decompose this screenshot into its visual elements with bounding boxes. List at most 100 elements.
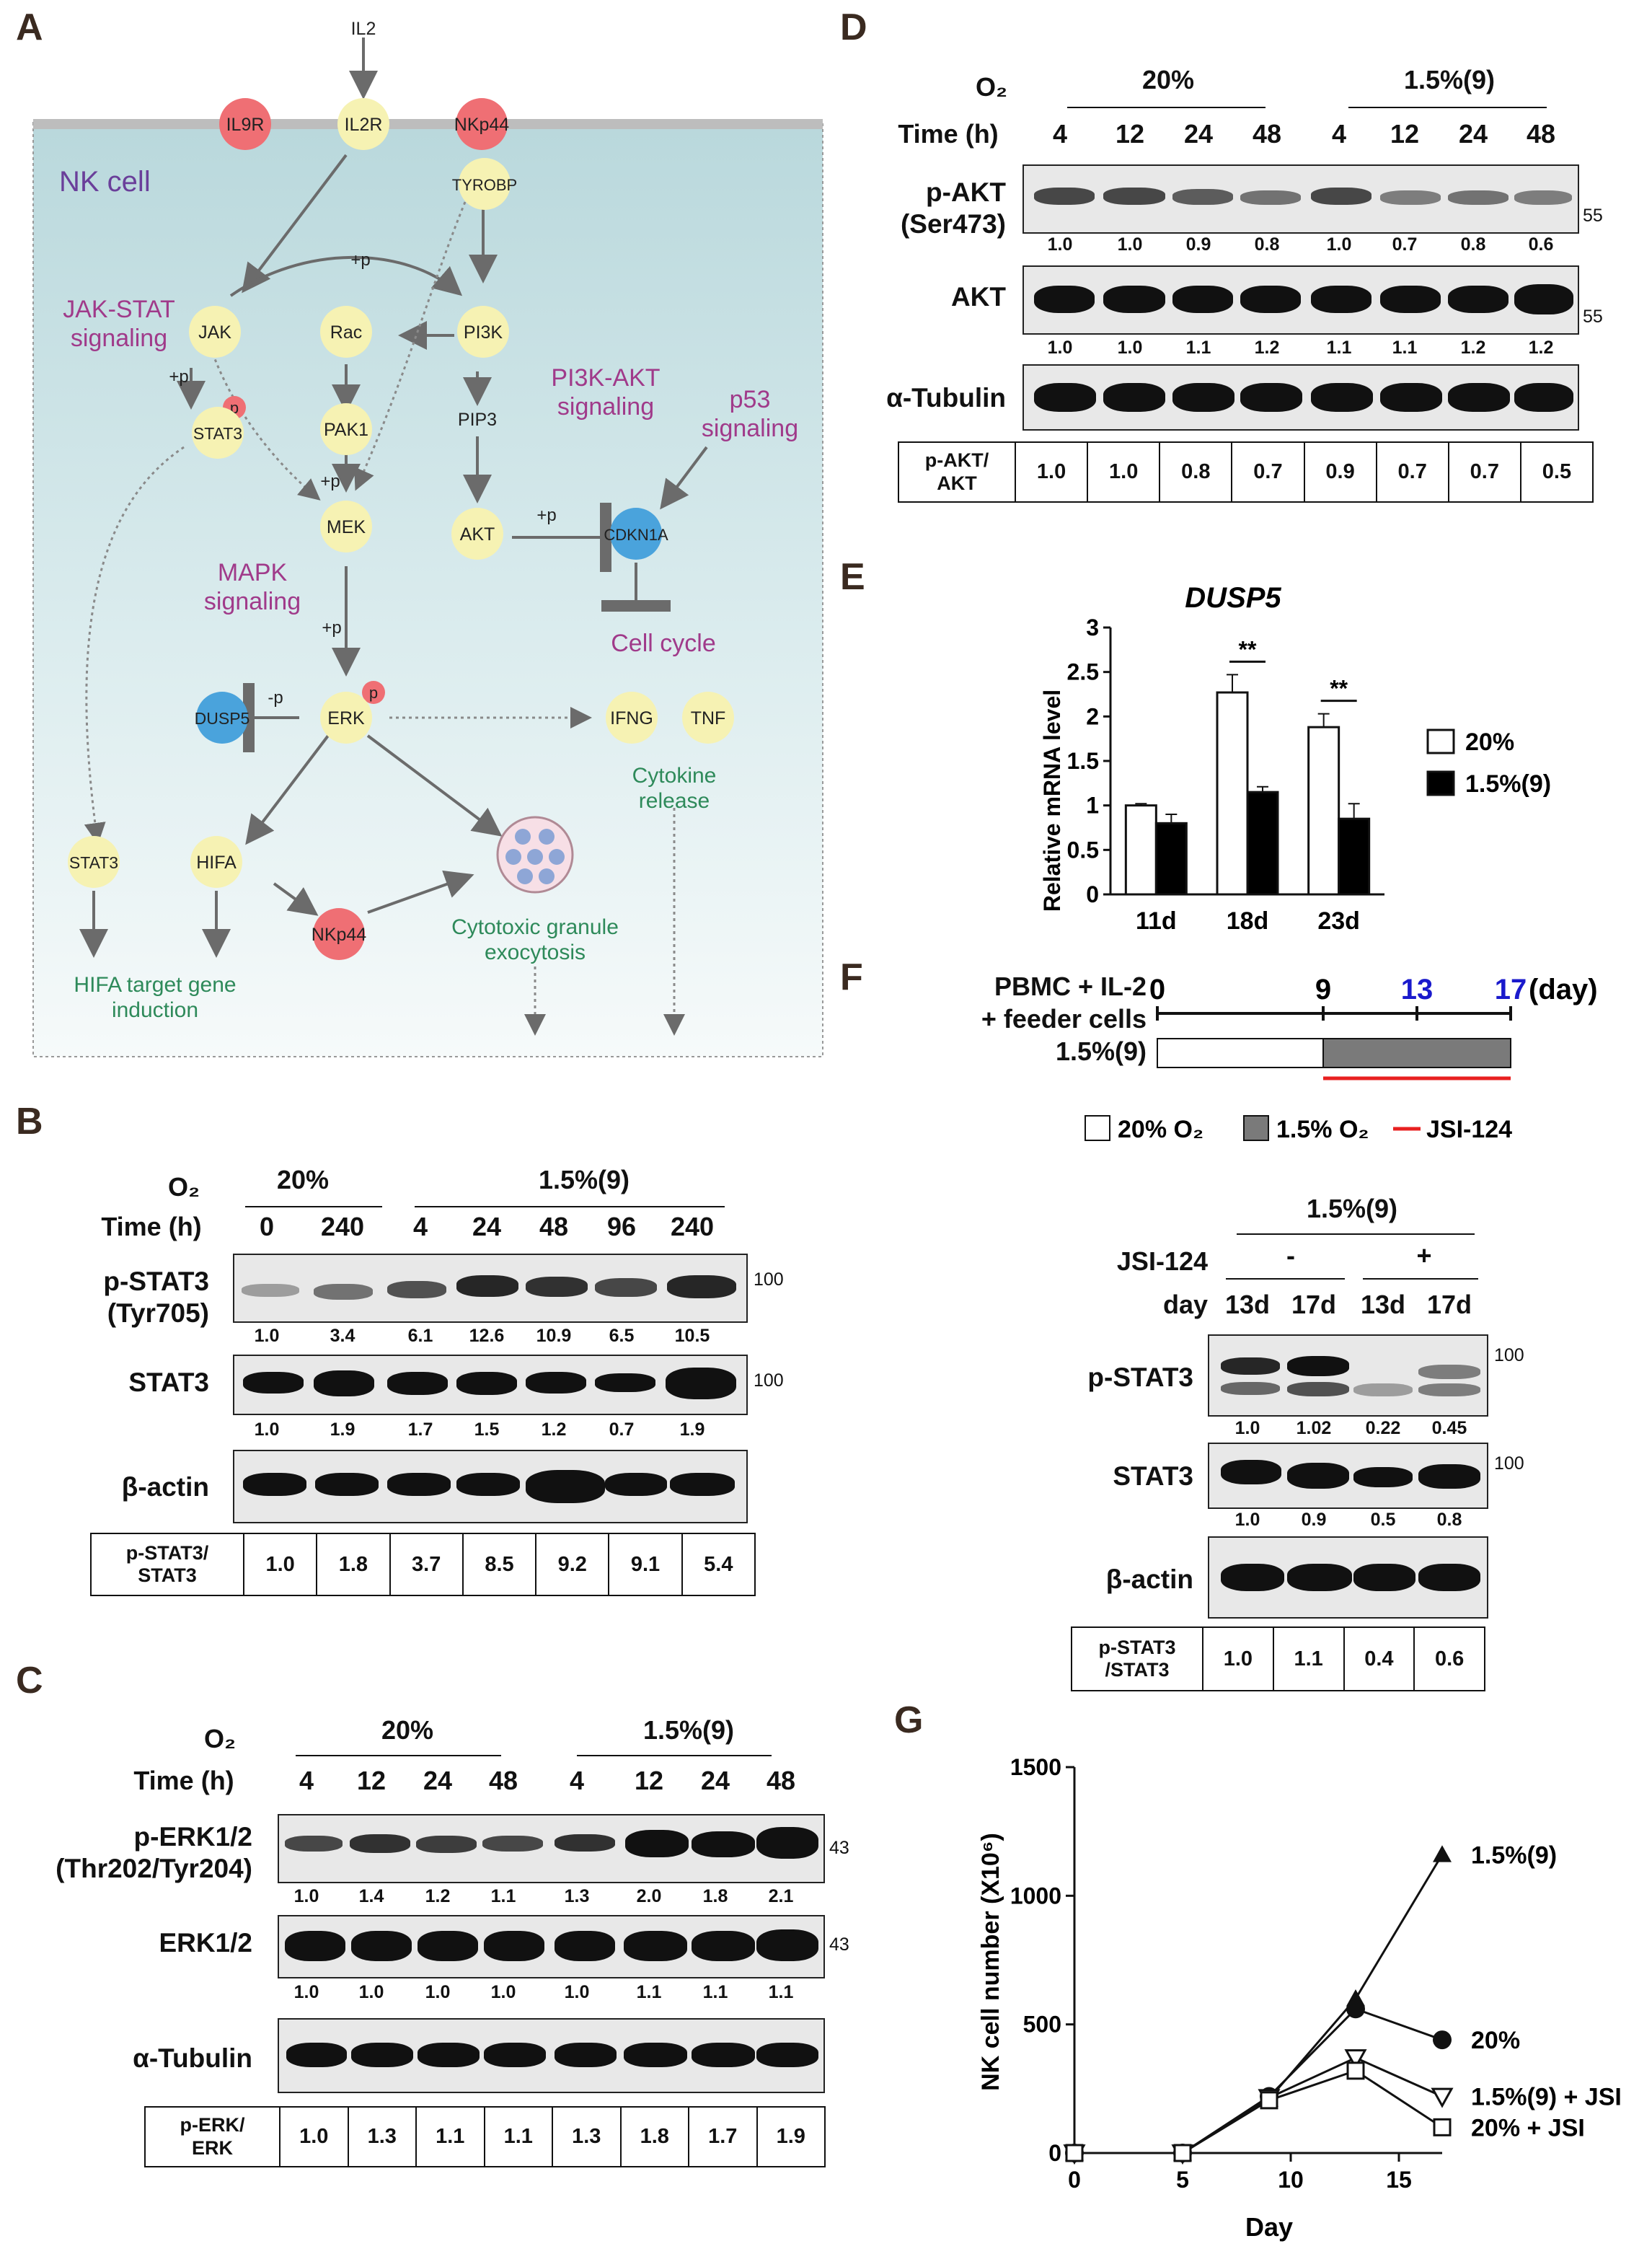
d-ratio-cell: 0.5 [1519, 441, 1594, 503]
timeline-day-unit: (day) [1529, 974, 1598, 1005]
f-legend: 20% O₂ 1.5% O₂ JSI-124 [1085, 1115, 1512, 1143]
plus-p-label: +p [169, 367, 188, 387]
c-perk-mw: 43 [829, 1838, 849, 1858]
bar [1124, 804, 1157, 896]
marker-square-open [1433, 2118, 1452, 2136]
f-pstat3-val: 1.02 [1296, 1418, 1332, 1438]
timeline-day-13: 13 [1401, 974, 1434, 1005]
c-ratio-label: p-ERK/ERK [144, 2106, 281, 2167]
rac-node: Rac [330, 322, 362, 343]
y-tick-label: 1 [1086, 793, 1099, 819]
c-perk-val: 2.0 [636, 1886, 662, 1906]
series-label: 1.5%(9) [1471, 1841, 1557, 1869]
d-tubulin-label: α-Tubulin [886, 383, 1006, 413]
d-pakt-val: 0.8 [1254, 234, 1280, 255]
x-tick-label: 23d [1317, 907, 1360, 935]
c-ratio-cell: 1.1 [483, 2106, 553, 2167]
c-group2-label: 1.5%(9) [642, 1715, 735, 1745]
f-jsi-minus-line [1226, 1278, 1345, 1280]
b-stat3-mw: 100 [754, 1370, 784, 1391]
erk-node: ERK [327, 708, 365, 728]
b-time-col: 240 [321, 1212, 365, 1241]
d-group2-line [1348, 107, 1547, 108]
d-ratio-cell: 0.7 [1231, 441, 1305, 503]
f-stat3-blot [1208, 1443, 1488, 1509]
c-erk-val: 1.0 [358, 1982, 384, 2002]
il2-label: IL2 [351, 19, 376, 39]
f-day-col: 13d [1360, 1290, 1406, 1319]
bar [1246, 791, 1279, 896]
series-label: 1.5%(9) + JSI [1471, 2084, 1622, 2111]
series-label: 20% [1471, 2027, 1520, 2054]
bar [1154, 822, 1188, 896]
mek-node: MEK [327, 517, 366, 537]
f-ratio-cell: 1.0 [1202, 1626, 1274, 1691]
f-day-col: 17d [1426, 1290, 1472, 1319]
d-ratio-cell: 0.7 [1375, 441, 1449, 503]
c-ratio-cell: 1.3 [552, 2106, 622, 2167]
series-line [1074, 2069, 1443, 2154]
d-pakt-val: 0.9 [1185, 234, 1211, 255]
c-erk-val: 1.0 [293, 1982, 319, 2002]
c-perk-label: p-ERK1/2(Thr202/Tyr204) [56, 1822, 252, 1884]
y-tick-label: 0.5 [1067, 837, 1099, 863]
d-akt-val: 1.2 [1254, 338, 1280, 358]
y-tick-label: 0 [1048, 2140, 1061, 2166]
d-akt-val: 1.0 [1047, 338, 1073, 358]
b-pstat3-blot [233, 1254, 748, 1323]
phospho-badge-erk: p [369, 684, 378, 702]
c-erk-val: 1.1 [702, 1982, 728, 2002]
b-pstat3-label: p-STAT3(Tyr705) [103, 1267, 209, 1329]
d-pakt-mw: 55 [1583, 206, 1603, 226]
d-time-col: 12 [1390, 119, 1420, 149]
d-time-col: 24 [1183, 119, 1214, 149]
y-axis-label: Relative mRNA level [1039, 690, 1065, 912]
b-time-col: 0 [259, 1212, 275, 1241]
d-akt-blot [1022, 265, 1579, 335]
d-pakt-val: 0.8 [1460, 234, 1486, 255]
legend-label: 1.5%(9) [1465, 770, 1551, 798]
b-ratio-cell: 9.1 [608, 1533, 683, 1596]
pi3k-node: PI3K [464, 322, 503, 343]
c-perk-val: 1.2 [425, 1886, 451, 1906]
c-time-col: 4 [569, 1766, 585, 1795]
dusp5-node: DUSP5 [195, 709, 250, 728]
f-group-label: 1.5%(9) [1306, 1194, 1398, 1223]
f-jsi-label: JSI-124 [1116, 1246, 1208, 1276]
d-akt-val: 1.1 [1185, 338, 1211, 358]
c-erk-val: 1.1 [768, 1982, 794, 2002]
marker-triangle-open [1344, 2049, 1367, 2070]
minus-p-label: -p [268, 688, 283, 708]
d-time-col: 12 [1115, 119, 1145, 149]
nkp44-top-node: NKp44 [454, 115, 510, 135]
legend-20-label: 20% O₂ [1118, 1116, 1203, 1143]
timeline-day-17: 17 [1495, 974, 1527, 1005]
stat3-node: STAT3 [193, 424, 242, 443]
tyrobp-node: TYROBP [452, 176, 517, 194]
c-time-col: 12 [634, 1766, 664, 1795]
b-ratio-cell: 8.5 [461, 1533, 537, 1596]
f-ratio-cell: 0.4 [1343, 1626, 1415, 1691]
b-time-col: 96 [606, 1212, 637, 1241]
b-pstat3-val: 12.6 [469, 1326, 505, 1346]
plus-p-label: +p [536, 506, 556, 525]
timeline-day-0: 0 [1149, 974, 1165, 1005]
f-ratio-label: p-STAT3/STAT3 [1071, 1626, 1203, 1691]
d-group1-label: 20% [1141, 65, 1195, 94]
y-tick-label: 1000 [1010, 1883, 1061, 1909]
nk-cell-area [32, 122, 823, 1057]
b-actin-blot [233, 1450, 748, 1523]
f-day-col: 17d [1291, 1290, 1337, 1319]
b-stat3-val: 1.2 [541, 1419, 567, 1440]
y-tick-label: 1.5 [1067, 748, 1099, 774]
f-stat3-val: 0.8 [1436, 1510, 1462, 1530]
d-time-label: Time (h) [898, 119, 999, 149]
marker-triangle-open [1431, 2087, 1454, 2108]
panel-label-c: C [16, 1660, 43, 1701]
f-pstat3-val: 0.45 [1431, 1418, 1467, 1438]
d-tubulin-blot [1022, 364, 1579, 431]
